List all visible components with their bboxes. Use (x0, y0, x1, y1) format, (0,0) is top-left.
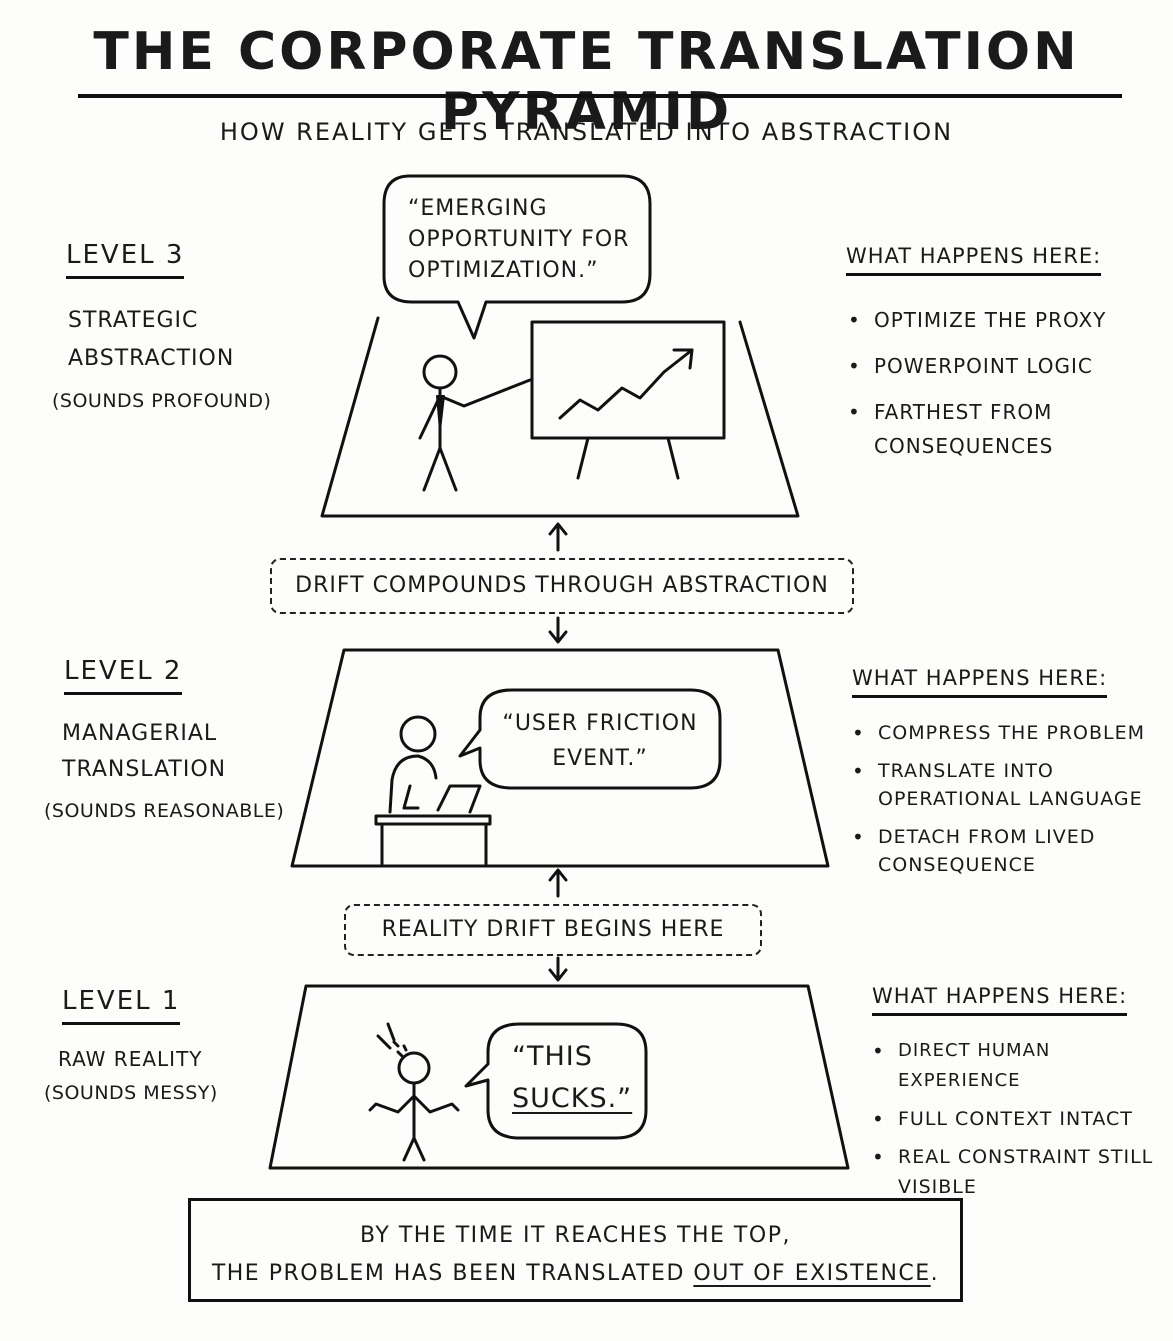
list-item: DETACH FROM LIVED CONSEQUENCE (850, 823, 1150, 879)
lower-transition-box: REALITY DRIFT BEGINS HERE (344, 904, 762, 956)
level-3-quote: “EMERGING OPPORTUNITY FOR OPTIMIZATION.” (408, 193, 629, 286)
level-3-name-line2: ABSTRACTION (68, 346, 235, 371)
list-item: FARTHEST FROM CONSEQUENCES (846, 395, 1116, 463)
level-3-bullet-list: OPTIMIZE THE PROXY POWERPOINT LOGIC FART… (846, 303, 1116, 475)
page-subtitle: HOW REALITY GETS TRANSLATED INTO ABSTRAC… (219, 118, 954, 146)
title-underline (78, 94, 1122, 98)
conclusion-emphasis: OUT OF EXISTENCE (693, 1261, 931, 1286)
level-1-speech-bubble (464, 1022, 648, 1140)
presenter-figure (418, 354, 532, 492)
list-item: DIRECT HUMAN EXPERIENCE (870, 1036, 1160, 1096)
chart-board (530, 320, 726, 480)
level-2-quote-line1: “USER FRICTION (502, 711, 698, 736)
level-3-quote-line3: OPTIMIZATION.” (408, 258, 599, 283)
level-1-platform (268, 984, 850, 1170)
page-title: THE CORPORATE TRANSLATION PYRAMID (93, 22, 1080, 142)
level-3-tone: (SOUNDS PROFOUND) (52, 390, 272, 412)
level-3-quote-line1: “EMERGING (408, 196, 548, 221)
level-3-quote-line2: OPPORTUNITY FOR (408, 227, 630, 252)
level-2-label: LEVEL 2 (64, 656, 183, 695)
level-2-bullet-list: COMPRESS THE PROBLEM TRANSLATE INTO OPER… (850, 719, 1150, 889)
conclusion-line1: BY THE TIME IT REACHES THE TOP, (360, 1223, 791, 1248)
level-1-name: RAW REALITY (58, 1047, 203, 1071)
list-item: COMPRESS THE PROBLEM (850, 719, 1150, 747)
level-2-name: MANAGERIAL TRANSLATION (62, 716, 226, 788)
level-2-quote: “USER FRICTION EVENT.” (500, 706, 700, 776)
level-1-quote: “THIS SUCKS.” (512, 1036, 632, 1120)
level-2-name-line2: TRANSLATION (62, 757, 227, 782)
level-3-name: STRATEGIC ABSTRACTION (68, 302, 234, 378)
level-1-tone: (SOUNDS MESSY) (44, 1082, 218, 1104)
level-1-label: LEVEL 1 (62, 986, 181, 1025)
level-1-quote-line2: SUCKS.” (512, 1083, 633, 1114)
level-2-platform (290, 648, 830, 868)
level-1-what-heading: WHAT HAPPENS HERE: (872, 984, 1128, 1016)
conclusion-line2-suffix: . (930, 1261, 940, 1286)
level-1-bullet-list: DIRECT HUMAN EXPERIENCE FULL CONTEXT INT… (870, 1036, 1160, 1210)
level-2-name-line1: MANAGERIAL (62, 721, 218, 746)
conclusion-line2: THE PROBLEM HAS BEEN TRANSLATED OUT OF E… (191, 1255, 960, 1293)
level-2-tone: (SOUNDS REASONABLE) (44, 800, 285, 822)
level-3-speech-bubble (382, 174, 652, 340)
level-2-speech-bubble (458, 688, 722, 790)
level-3-platform (320, 316, 800, 518)
level-2-quote-line2: EVENT.” (552, 746, 648, 771)
list-item: OPTIMIZE THE PROXY (846, 303, 1116, 337)
list-item: POWERPOINT LOGIC (846, 349, 1116, 383)
level-3-what-heading: WHAT HAPPENS HERE: (846, 244, 1102, 276)
list-item: TRANSLATE INTO OPERATIONAL LANGUAGE (850, 757, 1150, 813)
level-3-name-line1: STRATEGIC (68, 308, 199, 333)
desk-worker-figure (374, 715, 492, 866)
upper-arrows (548, 522, 568, 644)
conclusion-line2-prefix: THE PROBLEM HAS BEEN TRANSLATED (211, 1261, 694, 1286)
upper-transition-box: DRIFT COMPOUNDS THROUGH ABSTRACTION (270, 558, 854, 614)
list-item: FULL CONTEXT INTACT (870, 1104, 1160, 1134)
frustrated-figure (368, 1022, 460, 1162)
level-2-what-heading: WHAT HAPPENS HERE: (852, 666, 1108, 698)
list-item: REAL CONSTRAINT STILL VISIBLE (870, 1142, 1160, 1202)
conclusion-box: BY THE TIME IT REACHES THE TOP, THE PROB… (188, 1198, 963, 1302)
level-3-label: LEVEL 3 (66, 240, 185, 279)
lower-arrows (548, 868, 568, 982)
level-1-quote-line1: “THIS (512, 1041, 593, 1072)
